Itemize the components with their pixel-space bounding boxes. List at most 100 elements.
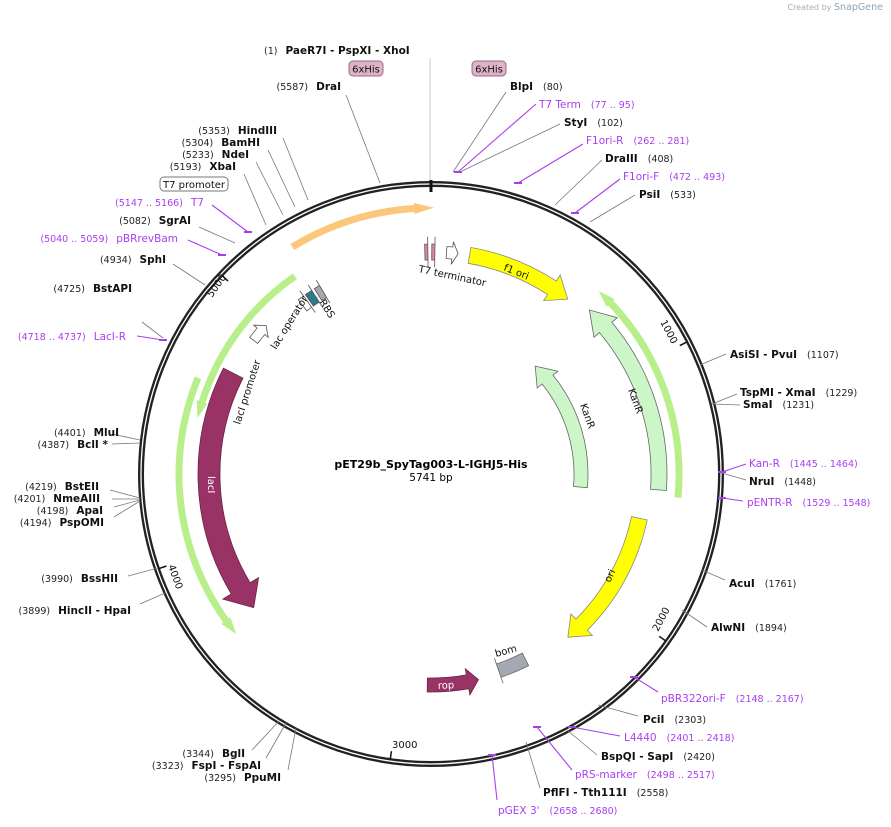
site-name: LacI-R: [94, 331, 126, 343]
prs-marker-leader-line: [536, 726, 573, 771]
f1ori-f-site-label[interactable]: F1ori-F(472 .. 493): [623, 171, 725, 183]
hincii-hpai-leader-line: [139, 592, 166, 605]
bspqi-sapi-site-label[interactable]: BspQI - SapI(2420): [601, 751, 715, 763]
psii-site-label[interactable]: PsiI(533): [639, 189, 696, 201]
mlui-site-label[interactable]: (4401)MluI: [54, 427, 119, 439]
alwni-site-label[interactable]: AlwNI(1894): [711, 622, 787, 634]
green-arc-left-1[interactable]: [196, 273, 297, 418]
l4440-site-label[interactable]: L4440(2401 .. 2418): [624, 732, 734, 744]
bsteii-site-label[interactable]: (4219)BstEII: [25, 481, 99, 493]
hindiii-site-label[interactable]: (5353)HindIII: [198, 125, 277, 137]
pbr322ori-f-site-label[interactable]: pBR322ori-F(2148 .. 2167): [661, 693, 804, 705]
site-position: (3323): [152, 761, 184, 772]
pspomi-leader-line: [113, 500, 141, 518]
green-arc-right[interactable]: [598, 291, 683, 498]
bamhi-site-label[interactable]: (5304)BamHI: [182, 137, 260, 149]
t7-term-site-label[interactable]: T7 Term(77 .. 95): [538, 99, 635, 111]
site-name: AcuI: [729, 578, 755, 590]
tick-mark-4000: [158, 565, 167, 570]
site-position: (1): [264, 46, 277, 57]
mlui-leader-line: [111, 433, 141, 441]
rbs-box[interactable]: [313, 279, 331, 304]
fspi-fspai-site-label[interactable]: (3323) FspI - FspAI: [152, 760, 261, 772]
bsshii-site-label[interactable]: (3990)BssHII: [41, 573, 118, 585]
site-name: T7 Term: [538, 99, 581, 111]
laci-promoter-arrow[interactable]: [249, 324, 269, 344]
f1ori-r-leader-line: [517, 143, 584, 184]
laci-r-site-label[interactable]: (4718 .. 4737)LacI-R: [18, 331, 126, 343]
hincii-hpai-site-label[interactable]: (3899)HincII - HpaI: [19, 605, 131, 617]
site-name: pRS-marker: [575, 769, 638, 781]
snapgene-logo: SnapGene: [834, 2, 883, 13]
site-position: (1894): [755, 623, 787, 634]
bom-feature[interactable]: [494, 652, 530, 684]
draiii-site-label[interactable]: DraIII(408): [605, 153, 673, 165]
site-position: (1448): [784, 477, 816, 488]
nrui-site-label[interactable]: NruI(1448): [749, 476, 816, 488]
bamhi-leader-line: [267, 149, 296, 208]
f1ori-r-site-label[interactable]: F1ori-R(262 .. 281): [586, 135, 689, 147]
site-name: BstAPI: [93, 283, 132, 295]
draiii-leader-line: [554, 159, 603, 206]
site-name: pGEX 3': [498, 805, 540, 817]
xbai-site-label[interactable]: (5193)XbaI: [170, 161, 236, 173]
created-by-text: Created by: [787, 3, 832, 12]
t7-terminator-mark-2[interactable]: [431, 236, 436, 268]
paer7i-pspxi-xhoi-site-label[interactable]: (1)PaeR7I - PspXI - XhoI: [264, 45, 410, 57]
pgex-3-site-label[interactable]: pGEX 3'(2658 .. 2680): [498, 805, 617, 817]
acui-site-label[interactable]: AcuI(1761): [729, 578, 796, 590]
pcii-site-label[interactable]: PciI(2303): [643, 714, 706, 726]
6xhis-tag-badge[interactable]: [471, 60, 507, 77]
tspmi-xmai-site-label[interactable]: TspMI - XmaI(1229): [740, 387, 857, 399]
ndei-leader-line: [255, 161, 284, 216]
asisi-pvui-site-label[interactable]: AsiSI - PvuI(1107): [730, 349, 839, 361]
site-name: BssHII: [81, 573, 118, 585]
lac-promoter-box[interactable]: [297, 290, 316, 313]
6xhis-tag-label: 6xHis: [475, 65, 503, 76]
pentr-r-site-label[interactable]: pENTR-R(1529 .. 1548): [747, 497, 870, 509]
t7-promoter-badge[interactable]: [159, 176, 229, 192]
site-name: FspI - FspAI: [192, 760, 262, 772]
pspomi-site-label[interactable]: (4194)PspOMI: [20, 517, 104, 529]
sphi-site-label[interactable]: (4934)SphI: [100, 254, 166, 266]
kan-r-site-label[interactable]: Kan-R(1445 .. 1464): [749, 458, 858, 470]
site-name: pENTR-R: [747, 497, 793, 509]
pbrrevbam-site-label[interactable]: (5040 .. 5059)pBRrevBam: [40, 233, 178, 245]
site-position: (5147 .. 5166): [115, 198, 183, 209]
acui-leader-line: [701, 569, 726, 581]
kanr-inner-feature[interactable]: [534, 365, 589, 489]
bgli-site-label[interactable]: (3344)BglI: [182, 748, 245, 760]
site-position: (4194): [20, 518, 52, 529]
rop-feature[interactable]: [426, 667, 480, 697]
blpi-site-label[interactable]: BlpI(80): [510, 81, 563, 93]
t7-terminator-arrow[interactable]: [445, 241, 459, 265]
prs-marker-site-label[interactable]: pRS-marker(2498 .. 2517): [575, 769, 715, 781]
apai-site-label[interactable]: (4198)ApaI: [37, 505, 103, 517]
ori-feature[interactable]: [567, 516, 648, 638]
fspi-fspai-leader-line: [265, 722, 287, 759]
smai-site-label[interactable]: SmaI(1231): [743, 399, 814, 411]
styi-site-label[interactable]: StyI(102): [564, 117, 623, 129]
site-position: (2401 .. 2418): [667, 733, 735, 744]
t7-terminator-mark-1[interactable]: [424, 236, 429, 268]
nmeaiii-site-label[interactable]: (4201)NmeAIII: [14, 493, 100, 505]
lac-operator-box[interactable]: [304, 284, 324, 308]
sgrai-site-label[interactable]: (5082)SgrAI: [119, 215, 191, 227]
kanr-outer-feature[interactable]: [588, 309, 668, 491]
t7-site-label[interactable]: (5147 .. 5166)T7: [115, 197, 204, 209]
laci-feature[interactable]: [197, 367, 260, 609]
f1-ori-feature[interactable]: [467, 247, 569, 302]
bcli-site-label[interactable]: (4387)BclI *: [38, 439, 109, 451]
bspqi-sapi-leader-line: [566, 729, 598, 756]
site-name: AsiSI - PvuI: [730, 349, 797, 361]
pflfi-tth111i-site-label[interactable]: PflFI - Tth111I(2558): [543, 787, 668, 799]
styi-leader-line: [459, 123, 561, 173]
green-arc-left-2[interactable]: [175, 376, 237, 635]
ppumi-site-label[interactable]: (3295)PpuMI: [204, 772, 281, 784]
bstapi-site-label[interactable]: (4725)BstAPI: [53, 283, 132, 295]
orf-arrow[interactable]: [290, 203, 434, 251]
site-name: pBR322ori-F: [661, 693, 726, 705]
ndei-site-label[interactable]: (5233)NdeI: [182, 149, 249, 161]
6xhis-tag-badge[interactable]: [348, 60, 384, 77]
drai-site-label[interactable]: (5587)DraI: [277, 81, 341, 93]
